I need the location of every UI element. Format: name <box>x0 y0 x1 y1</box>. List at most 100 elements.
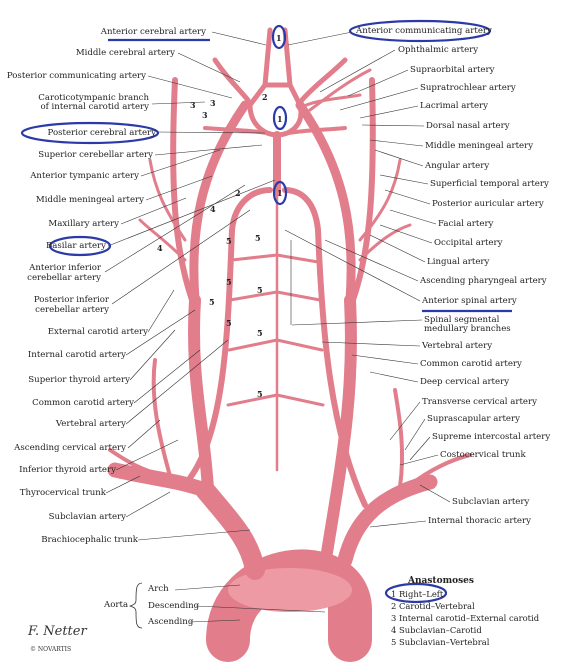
anastomosis-number: 5 <box>226 277 232 287</box>
label-external-carotid-artery: External carotid artery <box>47 327 148 337</box>
anastomosis-number: 5 <box>257 328 263 338</box>
label-superficial-temporal-artery: Superficial temporal artery <box>430 179 549 189</box>
anastomosis-number: 5 <box>209 297 215 307</box>
label-vertebral-artery-right: Vertebral artery <box>422 341 493 351</box>
anastomoses-item: 4 Subclavian–Carotid <box>391 625 482 635</box>
right-vertebral-vessel <box>282 187 368 508</box>
left-thyrocervical-branches <box>108 358 172 478</box>
label-thyrocervical-trunk: Thyrocervical trunk <box>19 488 106 498</box>
anastomosis-number: 3 <box>210 98 216 108</box>
label-anterior-tympanic-artery: Anterior tympanic artery <box>30 171 139 181</box>
anastomosis-number: 5 <box>255 233 261 243</box>
label-internal-thoracic-artery: Internal thoracic artery <box>428 516 531 526</box>
label-common-carotid-artery-left: Common carotid artery <box>32 398 134 408</box>
anastomosis-number: 5 <box>226 236 232 246</box>
label-internal-carotid-artery: Internal carotid artery <box>27 350 126 360</box>
label-supratrochlear-artery: Supratrochlear artery <box>420 83 516 93</box>
left-subclavian-vessel <box>107 462 213 498</box>
posterior-cerebral-vessels <box>203 126 347 137</box>
right-common-carotid-vessel <box>319 294 357 571</box>
label-vertebral-artery-left: Vertebral artery <box>55 419 126 429</box>
label-anterior-inferior-cerebellar-2: cerebellar artery <box>27 273 101 283</box>
label-posterior-auricular-artery: Posterior auricular artery <box>432 199 544 209</box>
label-costocervical-trunk: Costocervical trunk <box>440 450 526 460</box>
label-anterior-cerebral-artery: Anterior cerebral artery <box>100 27 206 37</box>
label-subclavian-artery-right: Subclavian artery <box>452 497 530 507</box>
left-vertebral-vessel <box>187 187 273 481</box>
aorta-ascending-label: Ascending <box>148 617 194 627</box>
label-spinal-segmental-branches-2: medullary branches <box>424 324 511 334</box>
copyright-mark: © NOVARTIS <box>30 646 72 653</box>
label-middle-cerebral-artery: Middle cerebral artery <box>75 48 175 58</box>
right-neck-branches <box>358 158 412 262</box>
label-brachiocephalic-trunk: Brachiocephalic trunk <box>41 535 138 545</box>
label-ophthalmic-artery: Ophthalmic artery <box>398 45 479 55</box>
anastomosis-number: 3 <box>202 110 208 120</box>
label-posterior-inferior-cerebellar: Posterior inferior <box>33 295 109 305</box>
study-highlights <box>20 19 512 604</box>
label-anterior-inferior-cerebellar: Anterior inferior <box>29 263 101 273</box>
label-caroticotympanic-branch: Caroticotympanic branch <box>38 93 149 103</box>
aorta-descending-label: Descending <box>148 601 200 611</box>
label-anterior-spinal-artery: Anterior spinal artery <box>422 296 517 306</box>
left-neck-branches <box>138 158 187 262</box>
aorta-label: Aorta <box>104 600 129 610</box>
left-external-carotid-vessel <box>170 77 195 303</box>
label-posterior-inferior-cerebellar-2: cerebellar artery <box>35 305 109 315</box>
label-superior-thyroid-artery: Superior thyroid artery <box>28 375 130 385</box>
label-subclavian-artery-left: Subclavian artery <box>48 512 126 522</box>
label-lingual-artery: Lingual artery <box>427 257 490 267</box>
label-basilar-artery: Basilar artery <box>45 241 106 251</box>
right-costocervical-branches <box>393 388 472 489</box>
aorta-brace <box>129 582 143 629</box>
label-dorsal-nasal-artery: Dorsal nasal artery <box>426 121 510 131</box>
left-internal-carotid-vessel <box>189 100 250 305</box>
label-posterior-cerebral-artery: Posterior cerebral artery <box>47 128 156 138</box>
anastomosis-number: 2 <box>235 188 241 198</box>
label-ascending-pharyngeal-artery: Ascending pharyngeal artery <box>420 276 547 286</box>
anastomosis-number: 5 <box>257 389 263 399</box>
label-supraorbital-artery: Supraorbital artery <box>410 65 495 75</box>
right-middle-cerebral-vessel <box>299 57 348 103</box>
left-common-carotid-vessel <box>187 294 214 496</box>
anastomosis-number: 1 <box>277 188 283 198</box>
label-caroticotympanic-branch-2: of internal carotid artery <box>40 102 149 112</box>
label-common-carotid-artery-right: Common carotid artery <box>420 359 522 369</box>
anastomosis-number: 3 <box>190 100 196 110</box>
label-facial-artery: Facial artery <box>438 219 494 229</box>
anastomosis-number: 1 <box>277 114 283 124</box>
label-occipital-artery: Occipital artery <box>434 238 503 248</box>
right-subclavian-vessel <box>337 474 438 568</box>
anastomoses-item: 3 Internal carotid–External carotid <box>391 613 540 623</box>
label-lacrimal-artery: Lacrimal artery <box>420 101 488 111</box>
label-ascending-cervical-artery: Ascending cervical artery <box>14 443 126 453</box>
label-inferior-thyroid-artery: Inferior thyroid artery <box>19 465 116 475</box>
anastomoses-item: 1 Right–Left <box>391 589 444 599</box>
label-supreme-intercostal-artery: Supreme intercostal artery <box>432 432 551 442</box>
anastomosis-number: 5 <box>226 318 232 328</box>
anastomosis-number: 1 <box>276 33 282 43</box>
aorta-arch-label: Arch <box>148 584 169 594</box>
label-maxillary-artery: Maxillary artery <box>48 219 119 229</box>
ophthalmic-branches <box>298 68 372 112</box>
anastomoses-item: 5 Subclavian–Vertebral <box>391 637 490 647</box>
left-middle-cerebral-vessel <box>212 57 251 103</box>
spinal-segmental-branches <box>226 253 325 407</box>
label-spinal-segmental-branches: Spinal segmental <box>424 315 500 325</box>
label-anterior-communicating-artery: Anterior communicating artery <box>356 26 492 36</box>
label-transverse-cervical-artery: Transverse cervical artery <box>422 397 537 407</box>
anastomoses-item: 2 Carotid–Vertebral <box>391 601 475 611</box>
artist-signature: F. Netter <box>28 624 87 639</box>
anastomoses-title: Anastomoses <box>408 576 474 586</box>
label-suprascapular-artery: Suprascapular artery <box>427 414 520 424</box>
brachiocephalic-trunk-vessel <box>195 480 265 580</box>
anastomosis-number: 2 <box>262 92 268 102</box>
label-angular-artery: Angular artery <box>425 161 490 171</box>
right-external-carotid-vessel <box>350 77 376 303</box>
anastomosis-number: 4 <box>210 204 216 214</box>
label-middle-meningeal-artery-left: Middle meningeal artery <box>35 195 144 205</box>
label-middle-meningeal-artery-right: Middle meningeal artery <box>425 141 534 151</box>
label-posterior-communicating-artery: Posterior communicating artery <box>6 71 146 81</box>
